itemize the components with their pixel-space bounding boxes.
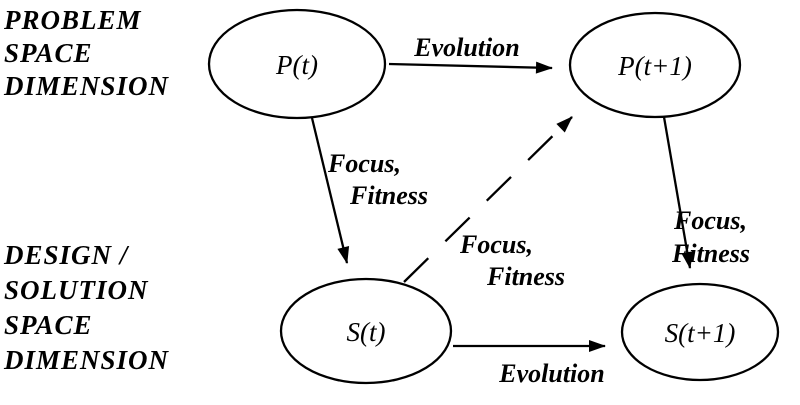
edge-focus-p-t1-to-s-t1-arrow: [662, 116, 694, 269]
edge-label-focus-s-t-to-p-t1-line2: Fitness: [486, 262, 565, 291]
edge-label-focus-p-t1-to-s-t1-line2: Fitness: [671, 239, 750, 268]
problem-space-dimension-label-line1: PROBLEM: [3, 5, 142, 35]
edge-label-evolution-solution: Evolution: [498, 359, 604, 388]
edge-label-focus-p-t-to-s-t-line2: Fitness: [349, 181, 428, 210]
node-label-s-t: S(t): [347, 317, 386, 347]
edge-label-focus-p-t-to-s-t-line1: Focus,: [327, 149, 401, 178]
edge-focus-s-t-to-p-t1-dashed-arrow: [403, 116, 573, 283]
node-ellipse-p-t: [207, 8, 387, 120]
node-label-s-t1: S(t+1): [665, 318, 736, 348]
node-label-p-t1: P(t+1): [617, 51, 692, 81]
problem-space-dimension-label-line3: DIMENSION: [3, 71, 170, 101]
edge-label-focus-p-t1-to-s-t1-line1: Focus,: [673, 206, 747, 235]
solution-space-dimension-label-line1: DESIGN /: [3, 240, 130, 270]
problem-space-dimension-label-line2: SPACE: [4, 38, 93, 68]
node-ellipse-s-t: [279, 277, 453, 385]
solution-space-dimension-label-line4: DIMENSION: [3, 345, 170, 375]
edge-label-evolution-problem: Evolution: [413, 33, 519, 62]
edge-label-focus-s-t-to-p-t1-line1: Focus,: [459, 230, 533, 259]
edge-evolution-problem-arrow: [388, 61, 553, 74]
edge-focus-p-t-to-s-t-arrow: [310, 117, 350, 264]
solution-space-dimension-label-line3: SPACE: [4, 310, 93, 340]
solution-space-dimension-label-line2: SOLUTION: [4, 275, 149, 305]
node-ellipse-p-t1: [568, 11, 742, 119]
node-ellipse-s-t1: [620, 282, 780, 382]
node-label-p-t: P(t): [275, 50, 318, 80]
